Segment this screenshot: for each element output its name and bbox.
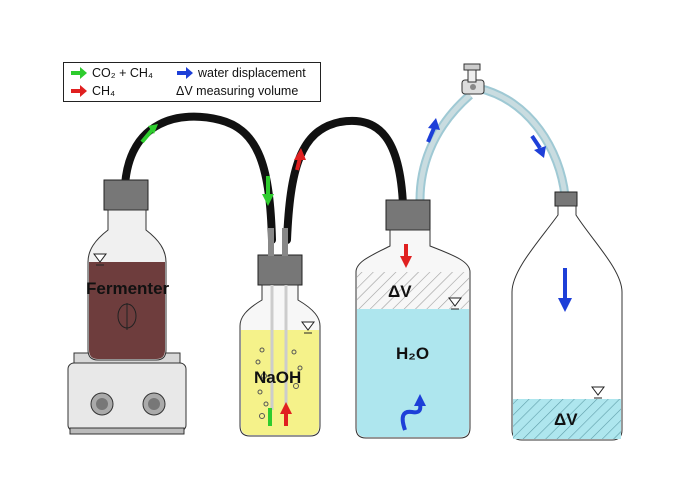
blue-arrow-icon xyxy=(177,67,193,79)
legend-box: CO₂ + CH₄ water displacement CH₄ ΔV meas… xyxy=(63,62,321,102)
measuring-bottle xyxy=(511,191,623,441)
fermenter-bottle xyxy=(87,179,167,361)
tube-to-measuring xyxy=(476,83,570,197)
fermenter-label: Fermenter xyxy=(86,279,170,298)
delta-v-bottom-label: ΔV xyxy=(554,410,578,429)
arrow-gas-up xyxy=(268,402,292,426)
red-arrow-icon xyxy=(71,85,87,97)
delta-v-top-label: ΔV xyxy=(388,282,412,301)
green-arrow-icon xyxy=(71,67,87,79)
water-bottle xyxy=(355,199,471,439)
arrow-blue-1 xyxy=(426,118,440,143)
arrow-green-2 xyxy=(262,176,274,206)
three-way-valve xyxy=(461,63,485,95)
level-markers xyxy=(93,253,605,399)
arrow-blue-2 xyxy=(530,134,546,158)
arrow-green-1 xyxy=(140,124,158,144)
magnetic-stirrer xyxy=(67,352,187,435)
arrow-blue-3 xyxy=(558,268,572,312)
legend-volume: ΔV measuring volume xyxy=(176,84,299,98)
arrow-blue-4 xyxy=(400,394,426,431)
arrow-red-1 xyxy=(294,148,306,171)
bubbles xyxy=(255,347,303,419)
naoh-label: NaOH xyxy=(254,368,302,387)
arrow-red-2 xyxy=(400,244,412,268)
h2o-label: H₂O xyxy=(396,344,430,363)
naoh-bottle xyxy=(239,228,321,437)
tube-naoh-to-water xyxy=(283,116,407,244)
